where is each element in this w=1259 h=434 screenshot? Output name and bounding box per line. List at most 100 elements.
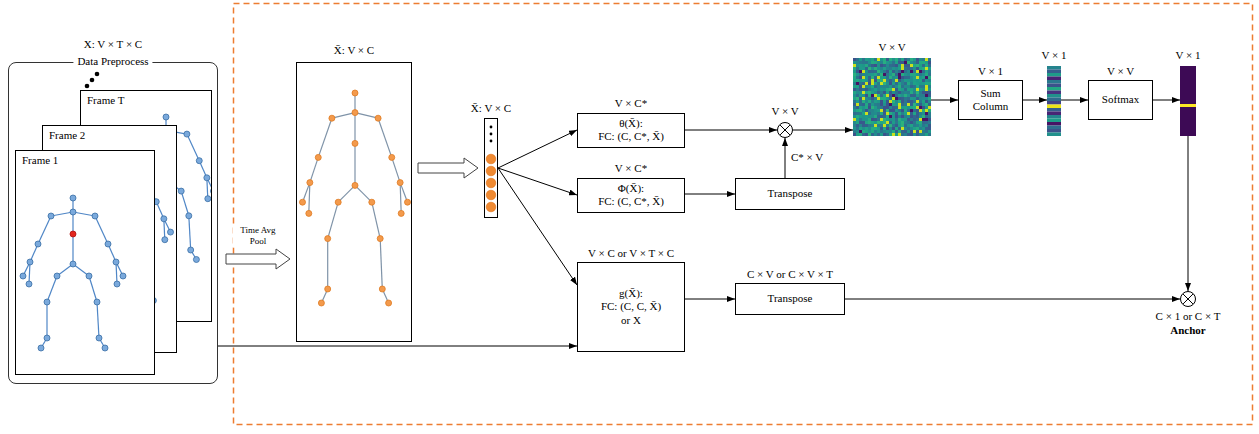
heatmap-cell <box>877 127 880 130</box>
heatmap-cell <box>880 118 883 121</box>
heading-label: V × V <box>1107 65 1134 78</box>
heatmap-cell <box>928 133 931 136</box>
heatmap-cell <box>916 61 919 64</box>
heatmap-cell <box>889 112 892 115</box>
box-label: FC: (C, C*, X̄) <box>598 130 664 143</box>
heatmap-cell <box>928 91 931 94</box>
heatmap-cell <box>925 64 928 67</box>
skeleton-bone <box>151 180 166 191</box>
heatmap-cell <box>928 121 931 124</box>
heatmap-cell <box>883 130 886 133</box>
heatmap-cell <box>865 70 868 73</box>
heatmap-cell <box>856 76 859 79</box>
heatmap-cell <box>856 118 859 121</box>
multiply-circle: V × V <box>777 122 793 138</box>
heatmap-cell <box>892 61 895 64</box>
heatmap-cell <box>853 100 856 103</box>
heatmap-cell <box>859 70 862 73</box>
skeleton-joint <box>99 172 105 178</box>
heatmap-cell <box>886 124 889 127</box>
heatmap-cell <box>901 91 904 94</box>
heatmap-cell <box>868 79 871 82</box>
skeleton-joint <box>133 257 139 263</box>
heatmap-cell <box>853 88 856 91</box>
heatmap-cell <box>898 64 901 67</box>
heatmap-cell <box>877 82 880 85</box>
heatmap-cell <box>859 124 862 127</box>
skeleton-joint <box>153 199 159 205</box>
frame-panel: Frame 1 <box>15 150 155 375</box>
multiply-cross <box>780 125 790 135</box>
heatmap-cell <box>925 103 928 106</box>
heatmap-cell <box>919 112 922 115</box>
heatmap-cell <box>892 112 895 115</box>
skeleton-joint <box>105 229 111 235</box>
heatmap-cell <box>871 82 874 85</box>
heatmap-cell <box>913 61 916 64</box>
heatmap-cell <box>889 58 892 61</box>
skeleton-joint <box>79 216 85 222</box>
heatmap-cell <box>874 91 877 94</box>
heatmap-cell <box>856 106 859 109</box>
arrow-connector <box>498 130 577 168</box>
skeleton-joint <box>148 188 154 194</box>
heatmap-cell <box>865 79 868 82</box>
heatmap-cell <box>877 67 880 70</box>
heatmap-cell <box>874 85 877 88</box>
heading-label: Frame T <box>87 94 124 107</box>
heatmap-cell <box>904 121 907 124</box>
heatmap-cell <box>880 67 883 70</box>
heatmap-cell <box>862 67 865 70</box>
heatmap-cell <box>913 58 916 61</box>
heatmap-cell <box>901 103 904 106</box>
heatmap-cell <box>898 112 901 115</box>
heatmap-cell <box>898 94 901 97</box>
heading-label: Frame 1 <box>22 154 58 167</box>
box-body: Sum Column <box>959 81 1022 119</box>
heatmap-cell <box>901 130 904 133</box>
heatmap-cell <box>859 58 862 61</box>
heatmap-cell <box>862 103 865 106</box>
heatmap-cell <box>889 115 892 118</box>
heatmap-cell <box>874 106 877 109</box>
heatmap-cell <box>874 88 877 91</box>
heatmap-cell <box>871 94 874 97</box>
label-holder: V × V <box>878 41 905 54</box>
heatmap-cell <box>868 85 871 88</box>
heatmap-cell <box>886 109 889 112</box>
score-cell <box>1047 84 1061 88</box>
edge-label-holder: Time Avg Pool <box>233 225 283 247</box>
heatmap-cell <box>904 133 907 136</box>
heatmap-cell <box>910 115 913 118</box>
heatmap-cell <box>898 76 901 79</box>
heatmap-cell <box>901 67 904 70</box>
heatmap-cell <box>892 70 895 73</box>
score-cell <box>1047 91 1061 95</box>
heatmap-cell <box>865 97 868 100</box>
illustration <box>1181 292 1195 306</box>
heatmap-cell <box>913 112 916 115</box>
heatmap-cell <box>922 100 925 103</box>
skeleton-joint <box>86 273 92 279</box>
heatmap-cell <box>919 130 922 133</box>
skeleton-joint <box>163 114 169 120</box>
heatmap-cell <box>883 64 886 67</box>
heatmap-cell <box>892 118 895 121</box>
heatmap-cell <box>907 127 910 130</box>
heatmap-cell <box>901 85 904 88</box>
heatmap-cell <box>880 91 883 94</box>
heatmap-cell <box>910 76 913 79</box>
heatmap-cell <box>886 97 889 100</box>
heatmap-cell <box>871 97 874 100</box>
heatmap-cell <box>862 94 865 97</box>
heatmap-cell <box>925 124 928 127</box>
heatmap-cell <box>910 58 913 61</box>
heatmap-cell <box>916 97 919 100</box>
skeleton-joint <box>121 196 127 202</box>
heatmap-cell <box>910 82 913 85</box>
heatmap-cell <box>913 127 916 130</box>
heatmap-cell <box>895 133 898 136</box>
heatmap-cell <box>928 70 931 73</box>
skeleton-bone <box>318 118 332 157</box>
heatmap-cell <box>901 58 904 61</box>
